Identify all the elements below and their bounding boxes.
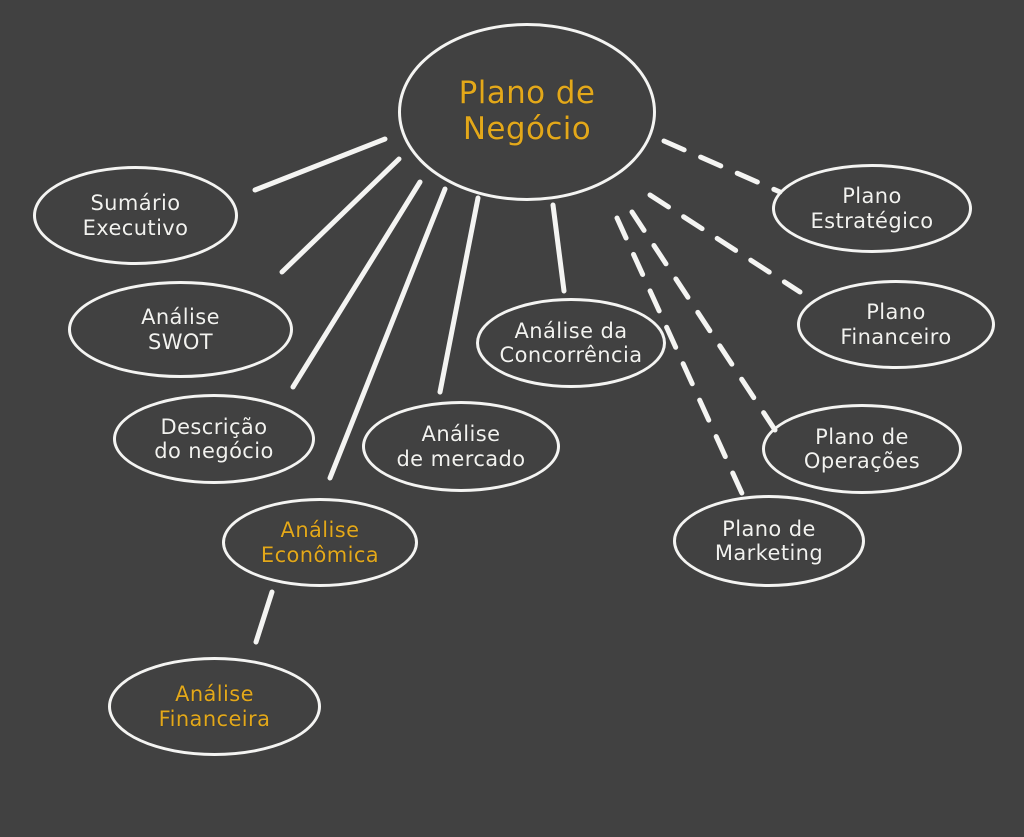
edge-plano-operacoes bbox=[629, 209, 778, 433]
node-analise-da-concorrencia[interactable]: Análise da Concorrência bbox=[476, 298, 666, 388]
edge-plano-descricao bbox=[290, 179, 423, 390]
edge-plano-marketing bbox=[614, 215, 748, 503]
node-label-plano-estrategico: Plano Estratégico bbox=[810, 184, 934, 233]
node-plano-de-operacoes[interactable]: Plano de Operações bbox=[762, 404, 962, 494]
node-analise-de-mercado[interactable]: Análise de mercado bbox=[362, 401, 560, 492]
edge-plano-economica bbox=[327, 186, 448, 481]
node-label-analise-financeira: Análise Financeira bbox=[158, 682, 271, 731]
node-label-plano-de-negocio: Plano de Negócio bbox=[458, 75, 596, 147]
node-plano-financeiro[interactable]: Plano Financeiro bbox=[797, 280, 995, 369]
edge-economica-financeira bbox=[253, 589, 275, 645]
node-analise-financeira[interactable]: Análise Financeira bbox=[108, 657, 321, 756]
node-label-descricao-do-negocio: Descrição do negócio bbox=[154, 414, 274, 463]
edge-plano-sumario bbox=[252, 136, 388, 193]
node-plano-estrategico[interactable]: Plano Estratégico bbox=[772, 164, 972, 253]
edge-plano-swot bbox=[279, 156, 402, 275]
node-analise-swot[interactable]: Análise SWOT bbox=[68, 281, 293, 378]
edge-plano-estrategico bbox=[661, 138, 783, 195]
node-label-plano-de-operacoes: Plano de Operações bbox=[803, 424, 921, 473]
node-label-plano-financeiro: Plano Financeiro bbox=[840, 300, 952, 349]
edge-plano-financeiro bbox=[647, 192, 803, 295]
edge-plano-mercado bbox=[437, 195, 481, 395]
node-label-sumario-executivo: Sumário Executivo bbox=[82, 191, 189, 240]
node-label-analise-da-concorrencia: Análise da Concorrência bbox=[499, 318, 643, 367]
node-plano-de-marketing[interactable]: Plano de Marketing bbox=[673, 495, 865, 587]
node-sumario-executivo[interactable]: Sumário Executivo bbox=[33, 166, 238, 265]
node-descricao-do-negocio[interactable]: Descrição do negócio bbox=[113, 394, 315, 484]
node-label-analise-economica: Análise Econômica bbox=[260, 518, 380, 567]
node-label-analise-swot: Análise SWOT bbox=[141, 305, 220, 354]
node-analise-economica[interactable]: Análise Econômica bbox=[222, 498, 418, 587]
node-label-plano-de-marketing: Plano de Marketing bbox=[714, 516, 824, 565]
edge-plano-concorrencia bbox=[550, 202, 567, 294]
node-label-analise-de-mercado: Análise de mercado bbox=[396, 422, 526, 471]
node-plano-de-negocio[interactable]: Plano de Negócio bbox=[398, 23, 656, 201]
